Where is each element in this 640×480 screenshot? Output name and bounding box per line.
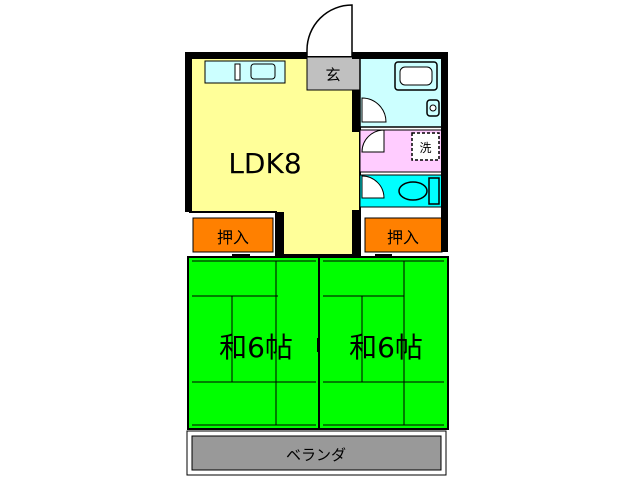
washing-machine-icon: 洗 (411, 132, 440, 161)
bathtub-icon (394, 61, 438, 91)
washitsu-right: 和6帖 (318, 256, 449, 430)
closet-right-label: 押入 (387, 228, 419, 247)
balcony-label: ベランダ (286, 446, 346, 464)
closet-left (192, 217, 274, 253)
toilet-icon (398, 177, 440, 205)
entrance-label: 玄 (325, 66, 340, 84)
closet-left-label: 押入 (217, 228, 249, 247)
washitsu-right-label: 和6帖 (349, 331, 423, 364)
entrance-area (306, 56, 361, 91)
kitchen-sink-icon (204, 60, 286, 84)
closet-right (364, 217, 443, 253)
washitsu-left-label: 和6帖 (219, 331, 293, 364)
door-icon (306, 4, 353, 58)
washbasin-icon (426, 99, 440, 117)
ldk-label: LDK8 (228, 147, 301, 180)
laundry-label: 洗 (419, 141, 431, 155)
washitsu-left: 和6帖 (187, 256, 320, 430)
